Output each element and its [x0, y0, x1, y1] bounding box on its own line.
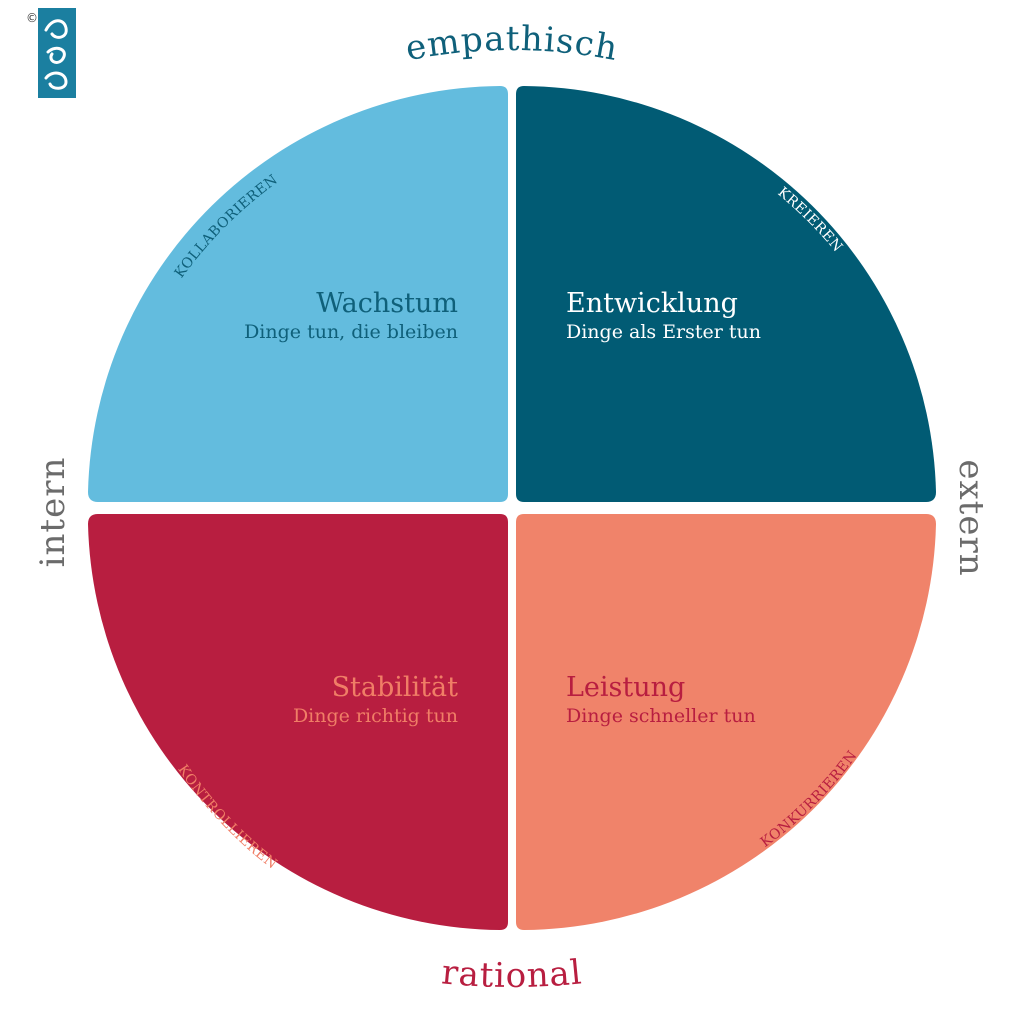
quadrant-title-stabilitaet: Stabilität	[332, 672, 459, 703]
axis-label-top: empathisch	[403, 19, 622, 69]
quadrant-top-right	[516, 86, 936, 502]
brand-logo: ©	[26, 8, 76, 98]
quadrant-subtitle-wachstum: Dinge tun, die bleiben	[244, 321, 458, 343]
quadrant-title-leistung: Leistung	[566, 672, 685, 703]
quadrant-subtitle-leistung: Dinge schneller tun	[566, 705, 756, 727]
axis-label-bottom: rational	[440, 952, 584, 996]
quadrant-bottom-left	[88, 514, 508, 930]
quadrant-top-left	[88, 86, 508, 502]
axis-label-left: intern	[33, 457, 73, 568]
logo-mark-icon	[44, 19, 68, 90]
axis-label-right: extern	[951, 459, 991, 576]
quadrant-subtitle-entwicklung: Dinge als Erster tun	[566, 321, 761, 343]
quadrant-title-wachstum: Wachstum	[316, 288, 458, 319]
quadrant-subtitle-stabilitaet: Dinge richtig tun	[293, 705, 458, 727]
logo-background	[38, 8, 76, 98]
copyright-symbol: ©	[26, 11, 38, 25]
quadrant-title-entwicklung: Entwicklung	[566, 288, 738, 319]
quadrant-bottom-right	[516, 514, 936, 930]
